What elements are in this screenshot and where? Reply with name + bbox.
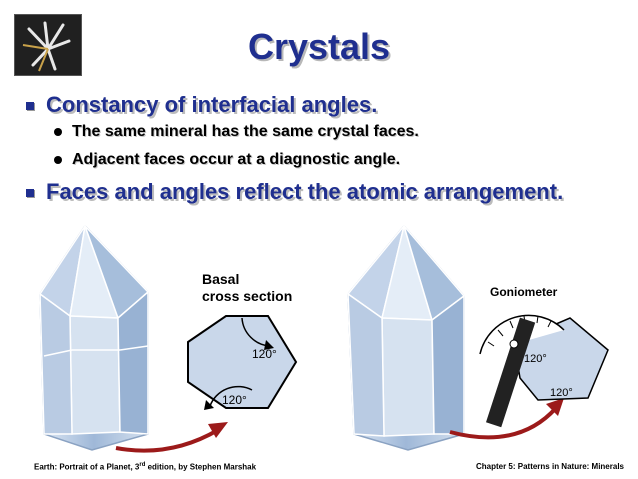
crystal-cluster-image [15,15,81,75]
crystal-photo-thumbnail [14,14,82,76]
square-bullet-icon [26,189,34,198]
quartz-crystal-drawing [346,223,466,451]
bullet-atomic-arrangement: Faces and angles reflect the atomic arra… [26,179,563,205]
angle-arc-lower [209,385,253,407]
bullet-text: Constancy of interfacial angles. [46,92,378,117]
subbullet-same-faces: The same mineral has the same crystal fa… [54,123,419,141]
subbullet-text: Adjacent faces occur at a diagnostic ang… [72,151,401,168]
square-bullet-icon [26,102,34,111]
round-bullet-icon [54,155,62,164]
goniometer-arm [485,317,536,428]
quartz-crystal-drawing [38,223,150,451]
slide-title: Crystals [247,26,391,67]
subbullet-diagnostic-angle: Adjacent faces occur at a diagnostic ang… [54,151,400,169]
crystal-section-shape [513,317,609,401]
footer-chapter: Chapter 5: Patterns in Nature: Minerals [475,462,624,471]
subbullet-text: The same mineral has the same crystal fa… [72,123,419,140]
angle-label-lower: 120° [550,387,573,399]
angle-label-upper: 120° [252,347,277,361]
hexagon-cross-section [187,315,298,409]
basal-label-line2: cross section [202,288,292,304]
goniometer-figure: Goniometer 120° 120° [346,223,609,451]
curved-arrow-icon [115,422,228,453]
basal-label-line1: Basal [202,271,239,287]
bullet-text: Faces and angles reflect the atomic arra… [46,179,564,204]
bullet-interfacial-angles: Constancy of interfacial angles. [26,92,377,118]
goniometer-label: Goniometer [490,285,558,299]
basal-cross-section-figure: Basal cross section 120° 120° [38,223,298,453]
footer-citation: Earth: Portrait of a Planet, 3rd edition… [34,462,257,472]
curved-arrow-icon [449,398,564,440]
angle-label-lower: 120° [222,393,247,407]
angle-label-upper: 120° [524,353,547,365]
round-bullet-icon [54,127,62,136]
